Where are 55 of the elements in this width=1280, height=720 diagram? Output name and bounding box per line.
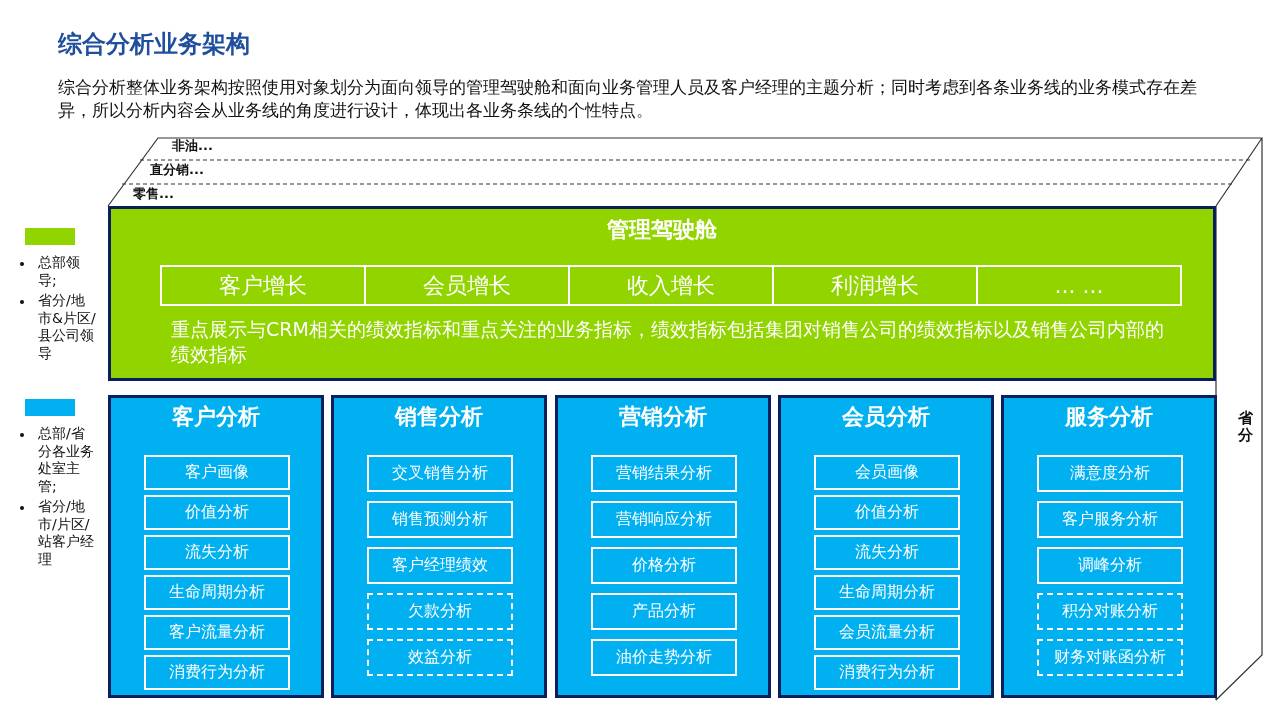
metric-cell: 收入增长 <box>568 265 774 306</box>
analysis-box: 油价走势分析 <box>591 639 737 676</box>
legend-text: 省分/地市&片区/县公司领导 <box>38 292 96 362</box>
analysis-panel <box>778 395 994 698</box>
analysis-box: 价值分析 <box>814 495 960 530</box>
analysis-box: 客户服务分析 <box>1037 501 1183 538</box>
description-text: 综合分析整体业务架构按照使用对象划分为面向领导的管理驾驶舱和面向业务管理人员及客户经理的主题分析；同时考虑到各条业务线的业务模式存在差异，所以分析内容会从业务线的角度进行设计，体现出各业务条线的个性特点。 <box>58 76 1198 122</box>
analysis-box: 会员画像 <box>814 455 960 490</box>
analysis-box: 欠款分析 <box>367 593 513 630</box>
panel-text: 重点展示与CRM相关的绩效指标和重点关注的业务指标，绩效指标包括集团对销售公司的绩效指标以及销售公司内部的绩效指标 <box>171 317 1165 367</box>
analysis-box: 价值分析 <box>144 495 290 530</box>
analysis-box: 消费行为分析 <box>814 655 960 690</box>
analysis-box: 积分对账分析 <box>1037 593 1183 630</box>
analysis-box: 流失分析 <box>144 535 290 570</box>
analysis-box: 生命周期分析 <box>144 575 290 610</box>
metric-cell: 客户增长 <box>160 265 366 306</box>
panel-heading: 营销分析 <box>618 403 708 431</box>
legend-text: 省分/地市/片区/站客户经理 <box>38 498 95 568</box>
analysis-box: 财务对账函分析 <box>1037 639 1183 676</box>
title: 综合分析业务架构 <box>58 29 250 60</box>
layer-label: 非油... <box>172 137 213 155</box>
analysis-box: 满意度分析 <box>1037 455 1183 492</box>
analysis-box: 营销结果分析 <box>591 455 737 492</box>
metric-cell: 会员增长 <box>364 265 570 306</box>
analysis-box: 调峰分析 <box>1037 547 1183 584</box>
analysis-box: 效益分析 <box>367 639 513 676</box>
analysis-box: 营销响应分析 <box>591 501 737 538</box>
analysis-box: 会员流量分析 <box>814 615 960 650</box>
panel-heading: 服务分析 <box>1063 403 1154 431</box>
analysis-panel <box>1001 395 1217 698</box>
layer-label: 零售... <box>133 185 174 203</box>
analysis-box: 价格分析 <box>591 547 737 584</box>
analysis-panel <box>555 395 771 698</box>
analysis-box: 消费行为分析 <box>144 655 290 690</box>
metric-cell: 利润增长 <box>772 265 978 306</box>
side-label: 省分 <box>1238 410 1254 443</box>
analysis-box: 客户流量分析 <box>144 615 290 650</box>
layer-label: 直分销... <box>150 161 204 179</box>
analysis-box: 生命周期分析 <box>814 575 960 610</box>
analysis-panel <box>331 395 547 698</box>
analysis-box: 销售预测分析 <box>367 501 513 538</box>
analysis-box: 流失分析 <box>814 535 960 570</box>
analysis-panel <box>108 395 324 698</box>
analysis-box: 交叉销售分析 <box>367 455 513 492</box>
panel-heading: 会员分析 <box>841 403 931 431</box>
metric-cell: ... ... <box>976 265 1182 306</box>
legend-text: 总部/省分各业务处室主管; <box>38 425 95 495</box>
cockpit-panel <box>108 206 1216 381</box>
analysis-box: 客户经理绩效 <box>367 547 513 584</box>
analysis-box: 产品分析 <box>591 593 737 630</box>
panel-heading: 销售分析 <box>393 403 484 431</box>
analysis-box: 客户画像 <box>144 455 290 490</box>
panel-heading: 客户分析 <box>171 403 261 431</box>
panel-heading: 管理驾驶舱 <box>606 216 718 244</box>
legend-text: 总部领导; <box>38 254 81 289</box>
